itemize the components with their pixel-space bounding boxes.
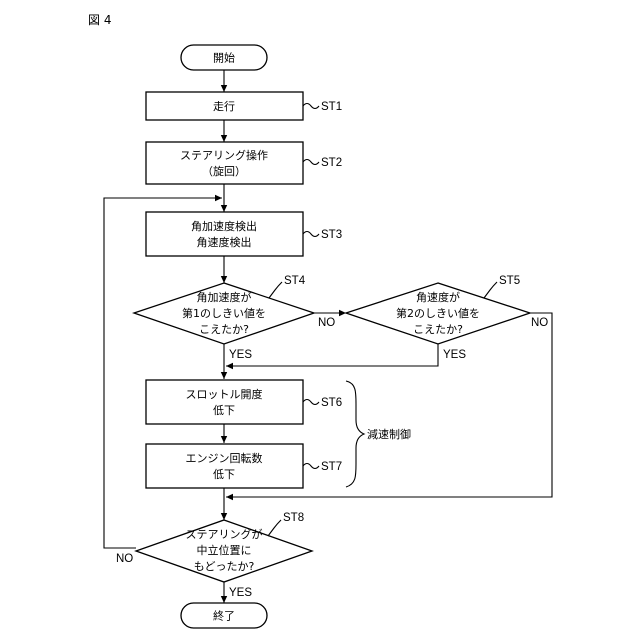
branch-label-st8-no: NO [116, 553, 133, 565]
group-brace: 減速制御 [346, 381, 411, 487]
decision-st4: 角加速度が 第1のしきい値を こえたか? [134, 283, 314, 344]
branch-label-st5-no: NO [531, 317, 548, 329]
leader-st2 [303, 160, 319, 165]
svg-text:第1のしきい値を: 第1のしきい値を [182, 306, 266, 320]
process-st2: ステアリング操作 （旋回） [146, 142, 303, 184]
branch-label-st4-no: NO [318, 317, 335, 329]
decision-st8: ステアリングが 中立位置に もどったか? [136, 520, 312, 582]
decision-st5: 角速度が 第2のしきい値を こえたか? [346, 283, 530, 344]
process-st1: 走行 [146, 92, 303, 120]
leader-st4 [269, 282, 282, 298]
svg-text:第2のしきい値を: 第2のしきい値を [396, 306, 480, 320]
svg-text:角加速度が: 角加速度が [197, 290, 252, 304]
svg-text:こえたか?: こえたか? [413, 323, 463, 336]
svg-text:もどったか?: もどったか? [194, 560, 255, 573]
svg-text:低下: 低下 [213, 468, 235, 481]
branch-label-st8-yes: YES [229, 587, 252, 599]
branch-label-st4-yes: YES [229, 349, 252, 361]
svg-text:ステアリング操作: ステアリング操作 [180, 148, 268, 162]
svg-text:角速度検出: 角速度検出 [197, 235, 252, 249]
leader-st3 [303, 232, 319, 237]
brace [346, 381, 364, 487]
step-label-st7: ST7 [321, 461, 342, 473]
leader-st5 [484, 282, 497, 298]
branch-label-st5-yes: YES [443, 349, 466, 361]
svg-text:終了: 終了 [213, 609, 235, 623]
step-label-st6: ST6 [321, 397, 342, 409]
svg-text:中立位置に: 中立位置に [197, 543, 252, 557]
process-st7: エンジン回転数 低下 [146, 444, 303, 488]
svg-text:エンジン回転数: エンジン回転数 [186, 452, 263, 465]
svg-text:角速度が: 角速度が [416, 290, 460, 304]
svg-text:走行: 走行 [213, 100, 235, 113]
svg-text:スロットル開度: スロットル開度 [186, 387, 263, 401]
leader-st6 [303, 400, 319, 405]
end-terminal: 終了 [181, 603, 267, 628]
svg-text:（旋回）: （旋回） [202, 164, 246, 178]
leader-st7 [303, 464, 319, 469]
svg-text:ステアリングが: ステアリングが [186, 527, 263, 541]
svg-text:低下: 低下 [213, 404, 235, 417]
step-label-st8: ST8 [283, 512, 304, 524]
svg-text:角加速度検出: 角加速度検出 [191, 219, 257, 233]
svg-text:開始: 開始 [213, 51, 235, 65]
svg-text:こえたか?: こえたか? [199, 323, 249, 336]
arrow-st5-yes [226, 344, 438, 366]
group-label: 減速制御 [367, 427, 411, 441]
step-label-st4: ST4 [284, 275, 306, 287]
leader-st1 [303, 104, 319, 109]
step-label-st1: ST1 [321, 101, 342, 113]
process-st6: スロットル開度 低下 [146, 380, 303, 424]
process-st3: 角加速度検出 角速度検出 [146, 212, 303, 256]
figure-label: 図 4 [88, 13, 111, 27]
step-label-st2: ST2 [321, 157, 342, 169]
start-terminal: 開始 [181, 45, 267, 70]
step-label-st3: ST3 [321, 229, 342, 241]
step-label-st5: ST5 [499, 275, 520, 287]
leader-st8 [268, 520, 281, 536]
